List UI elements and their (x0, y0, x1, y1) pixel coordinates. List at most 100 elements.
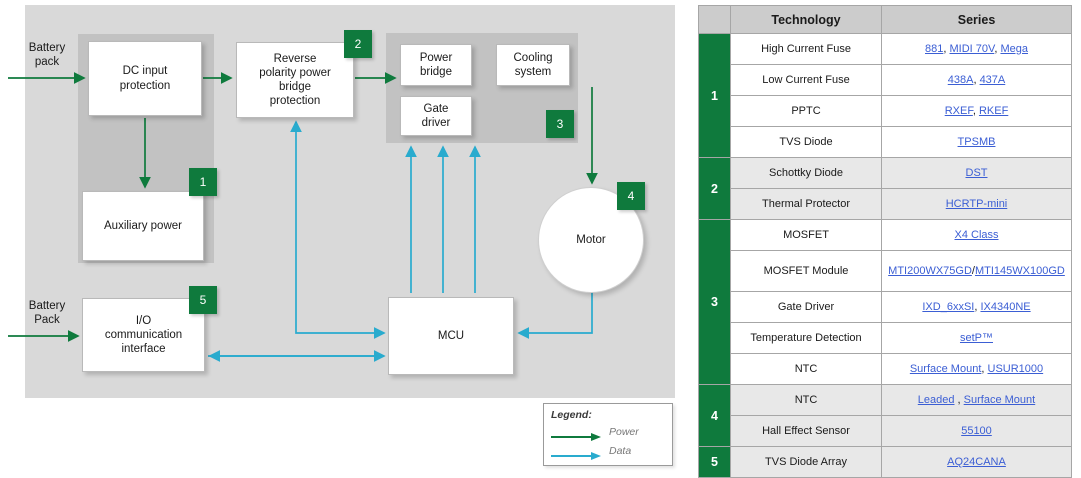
series-cell: MTI200WX75GD/MTI145WX100GD (881, 250, 1072, 292)
series-link[interactable]: TPSMB (957, 136, 996, 148)
series-separator: / (971, 265, 975, 277)
series-link[interactable]: 437A (979, 74, 1006, 86)
badge-2: 2 (344, 30, 372, 58)
series-link[interactable]: Surface Mount (963, 394, 1036, 406)
block-auxiliary-power[interactable]: Auxiliary power (82, 191, 204, 261)
series-link[interactable]: IX4340NE (980, 301, 1031, 313)
technology-cell: High Current Fuse (730, 33, 882, 65)
series-link[interactable]: RKEF (978, 105, 1009, 117)
group-number-cell: 5 (698, 446, 731, 478)
header-group-number (698, 5, 731, 34)
badge-1: 1 (189, 168, 217, 196)
technology-cell: Low Current Fuse (730, 64, 882, 96)
legend-title: Legend: (551, 409, 592, 421)
series-link[interactable]: HCRTP-mini (945, 198, 1008, 210)
technology-cell: Gate Driver (730, 291, 882, 323)
badge-4: 4 (617, 182, 645, 210)
series-cell: HCRTP-mini (881, 188, 1072, 220)
table-row: Thermal Protector HCRTP-mini (699, 188, 1072, 220)
technology-cell: PPTC (730, 95, 882, 127)
group-number-cell: 1 (698, 33, 731, 158)
series-cell: AQ24CANA (881, 446, 1072, 478)
block-gate-driver[interactable]: Gate driver (400, 96, 472, 136)
series-cell: 438A, 437A (881, 64, 1072, 96)
block-diagram: Battery pack Battery Pack DC input prote… (8, 5, 675, 466)
table-row: TVS Diode TPSMB (699, 126, 1072, 158)
series-link[interactable]: MIDI 70V (949, 43, 995, 55)
table-header-row: Technology Series (698, 5, 1072, 34)
technology-cell: Schottky Diode (730, 157, 882, 189)
legend-box: Legend: Power Data (543, 403, 673, 466)
technology-cell: NTC (730, 353, 882, 385)
series-link[interactable]: DST (965, 167, 988, 179)
series-separator: , (994, 43, 1001, 55)
series-cell: Surface Mount, USUR1000 (881, 353, 1072, 385)
technology-cell: MOSFET (730, 219, 882, 251)
technology-cell: Hall Effect Sensor (730, 415, 882, 447)
series-cell: TPSMB (881, 126, 1072, 158)
series-link[interactable]: X4 Class (954, 229, 999, 241)
series-separator: , (943, 43, 950, 55)
technology-cell: Temperature Detection (730, 322, 882, 354)
series-cell: 55100 (881, 415, 1072, 447)
label-battery-pack-top: Battery pack (28, 42, 66, 68)
series-cell: RXEF, RKEF (881, 95, 1072, 127)
data-arrow-icon (551, 452, 601, 460)
legend-label-power: Power (609, 426, 639, 438)
series-link[interactable]: Leaded (917, 394, 955, 406)
label-battery-pack-bottom: Battery Pack (28, 300, 66, 326)
series-link[interactable]: Surface Mount (909, 363, 982, 375)
block-dc-input-protection[interactable]: DC input protection (88, 41, 202, 116)
series-cell: X4 Class (881, 219, 1072, 251)
group-number-cell: 4 (698, 384, 731, 447)
technology-cell: Thermal Protector (730, 188, 882, 220)
group-number-cell: 2 (698, 157, 731, 220)
block-io-communication-interface[interactable]: I/O communication interface (82, 298, 205, 372)
series-cell: setP™ (881, 322, 1072, 354)
group-number-cell: 3 (698, 219, 731, 385)
legend-label-data: Data (609, 445, 632, 457)
block-mcu[interactable]: MCU (388, 297, 514, 375)
series-link[interactable]: AQ24CANA (947, 456, 1006, 468)
series-link[interactable]: setP™ (959, 332, 993, 344)
header-series: Series (881, 5, 1072, 34)
block-reverse-polarity-protection[interactable]: Reverse polarity power bridge protection (236, 42, 354, 118)
table-row: Temperature Detection setP™ (699, 322, 1072, 354)
badge-3: 3 (546, 110, 574, 138)
technology-cell: TVS Diode Array (730, 446, 882, 478)
series-link[interactable]: 881 (925, 43, 944, 55)
series-cell: 881, MIDI 70V, Mega (881, 33, 1072, 65)
technology-cell: TVS Diode (730, 126, 882, 158)
technology-cell: MOSFET Module (730, 250, 882, 292)
series-cell: Leaded , Surface Mount (881, 384, 1072, 416)
technology-cell: NTC (730, 384, 882, 416)
series-cell: IXD_6xxSI, IX4340NE (881, 291, 1072, 323)
series-link[interactable]: MTI200WX75GD (888, 265, 972, 277)
block-cooling-system[interactable]: Cooling system (496, 44, 570, 86)
series-cell: DST (881, 157, 1072, 189)
series-link[interactable]: USUR1000 (987, 363, 1044, 375)
block-power-bridge[interactable]: Power bridge (400, 44, 472, 86)
series-link[interactable]: Mega (1000, 43, 1028, 55)
series-link[interactable]: RXEF (944, 105, 973, 117)
series-separator: , (973, 74, 980, 86)
series-separator: , (954, 394, 964, 406)
series-link[interactable]: 438A (947, 74, 974, 86)
series-separator: , (972, 105, 979, 117)
series-link[interactable]: IXD_6xxSI (922, 301, 975, 313)
series-link[interactable]: MTI145WX100GD (974, 265, 1065, 277)
series-link[interactable]: 55100 (961, 425, 992, 437)
